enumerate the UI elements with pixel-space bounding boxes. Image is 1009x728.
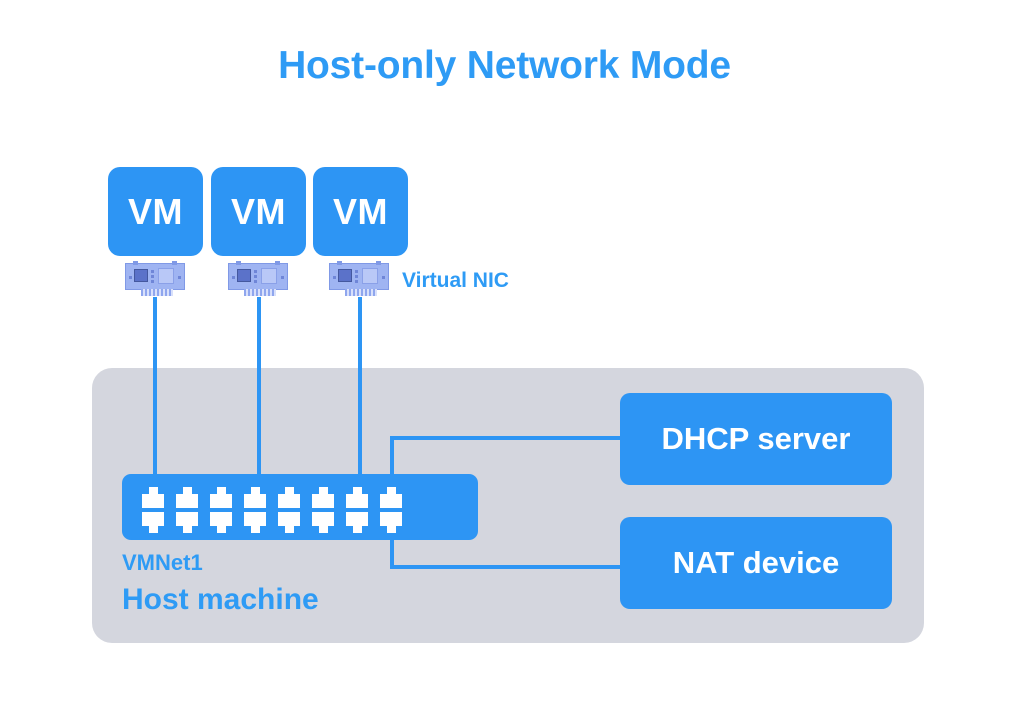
host-machine-label: Host machine [122, 583, 319, 616]
rj45-port-icon [380, 512, 402, 533]
connector-switch-to-nat-horizontal [390, 565, 632, 569]
virtual-nic-label: Virtual NIC [402, 269, 509, 292]
network-card-icon [125, 261, 185, 296]
vm-box-3[interactable]: VM [313, 167, 408, 256]
nat-device-label: NAT device [672, 545, 840, 580]
rj45-port-icon [142, 512, 164, 533]
rj45-port-icon [142, 487, 164, 508]
rj45-port-icon [210, 487, 232, 508]
dhcp-server-box[interactable]: DHCP server [620, 393, 892, 485]
connector-switch-to-dhcp-horizontal [390, 436, 632, 440]
connector-vm3-to-switch [358, 297, 362, 477]
virtual-switch[interactable] [122, 474, 478, 540]
rj45-port-icon [176, 512, 198, 533]
rj45-port-icon [312, 487, 334, 508]
rj45-port-icon [244, 487, 266, 508]
rj45-port-icon [210, 512, 232, 533]
vm-box-2-label: VM [231, 190, 286, 232]
page-title: Host-only Network Mode [278, 44, 731, 87]
connector-switch-to-nat-vertical [390, 537, 394, 569]
rj45-port-icon [278, 512, 300, 533]
network-card-icon [329, 261, 389, 296]
rj45-port-icon [380, 487, 402, 508]
rj45-port-icon [312, 512, 334, 533]
network-card-icon [228, 261, 288, 296]
nat-device-box[interactable]: NAT device [620, 517, 892, 609]
connector-switch-to-dhcp-vertical [390, 436, 394, 478]
vm-box-1-label: VM [128, 190, 183, 232]
dhcp-server-label: DHCP server [661, 421, 851, 456]
rj45-port-icon [176, 487, 198, 508]
vm-box-3-label: VM [333, 190, 388, 232]
connector-vm1-to-switch [153, 297, 157, 477]
vm-box-1[interactable]: VM [108, 167, 203, 256]
rj45-port-icon [278, 487, 300, 508]
rj45-port-icon [244, 512, 266, 533]
rj45-port-icon [346, 487, 368, 508]
vm-box-2[interactable]: VM [211, 167, 306, 256]
rj45-port-icon [346, 512, 368, 533]
vmnet-label: VMNet1 [122, 550, 203, 575]
connector-vm2-to-switch [257, 297, 261, 477]
